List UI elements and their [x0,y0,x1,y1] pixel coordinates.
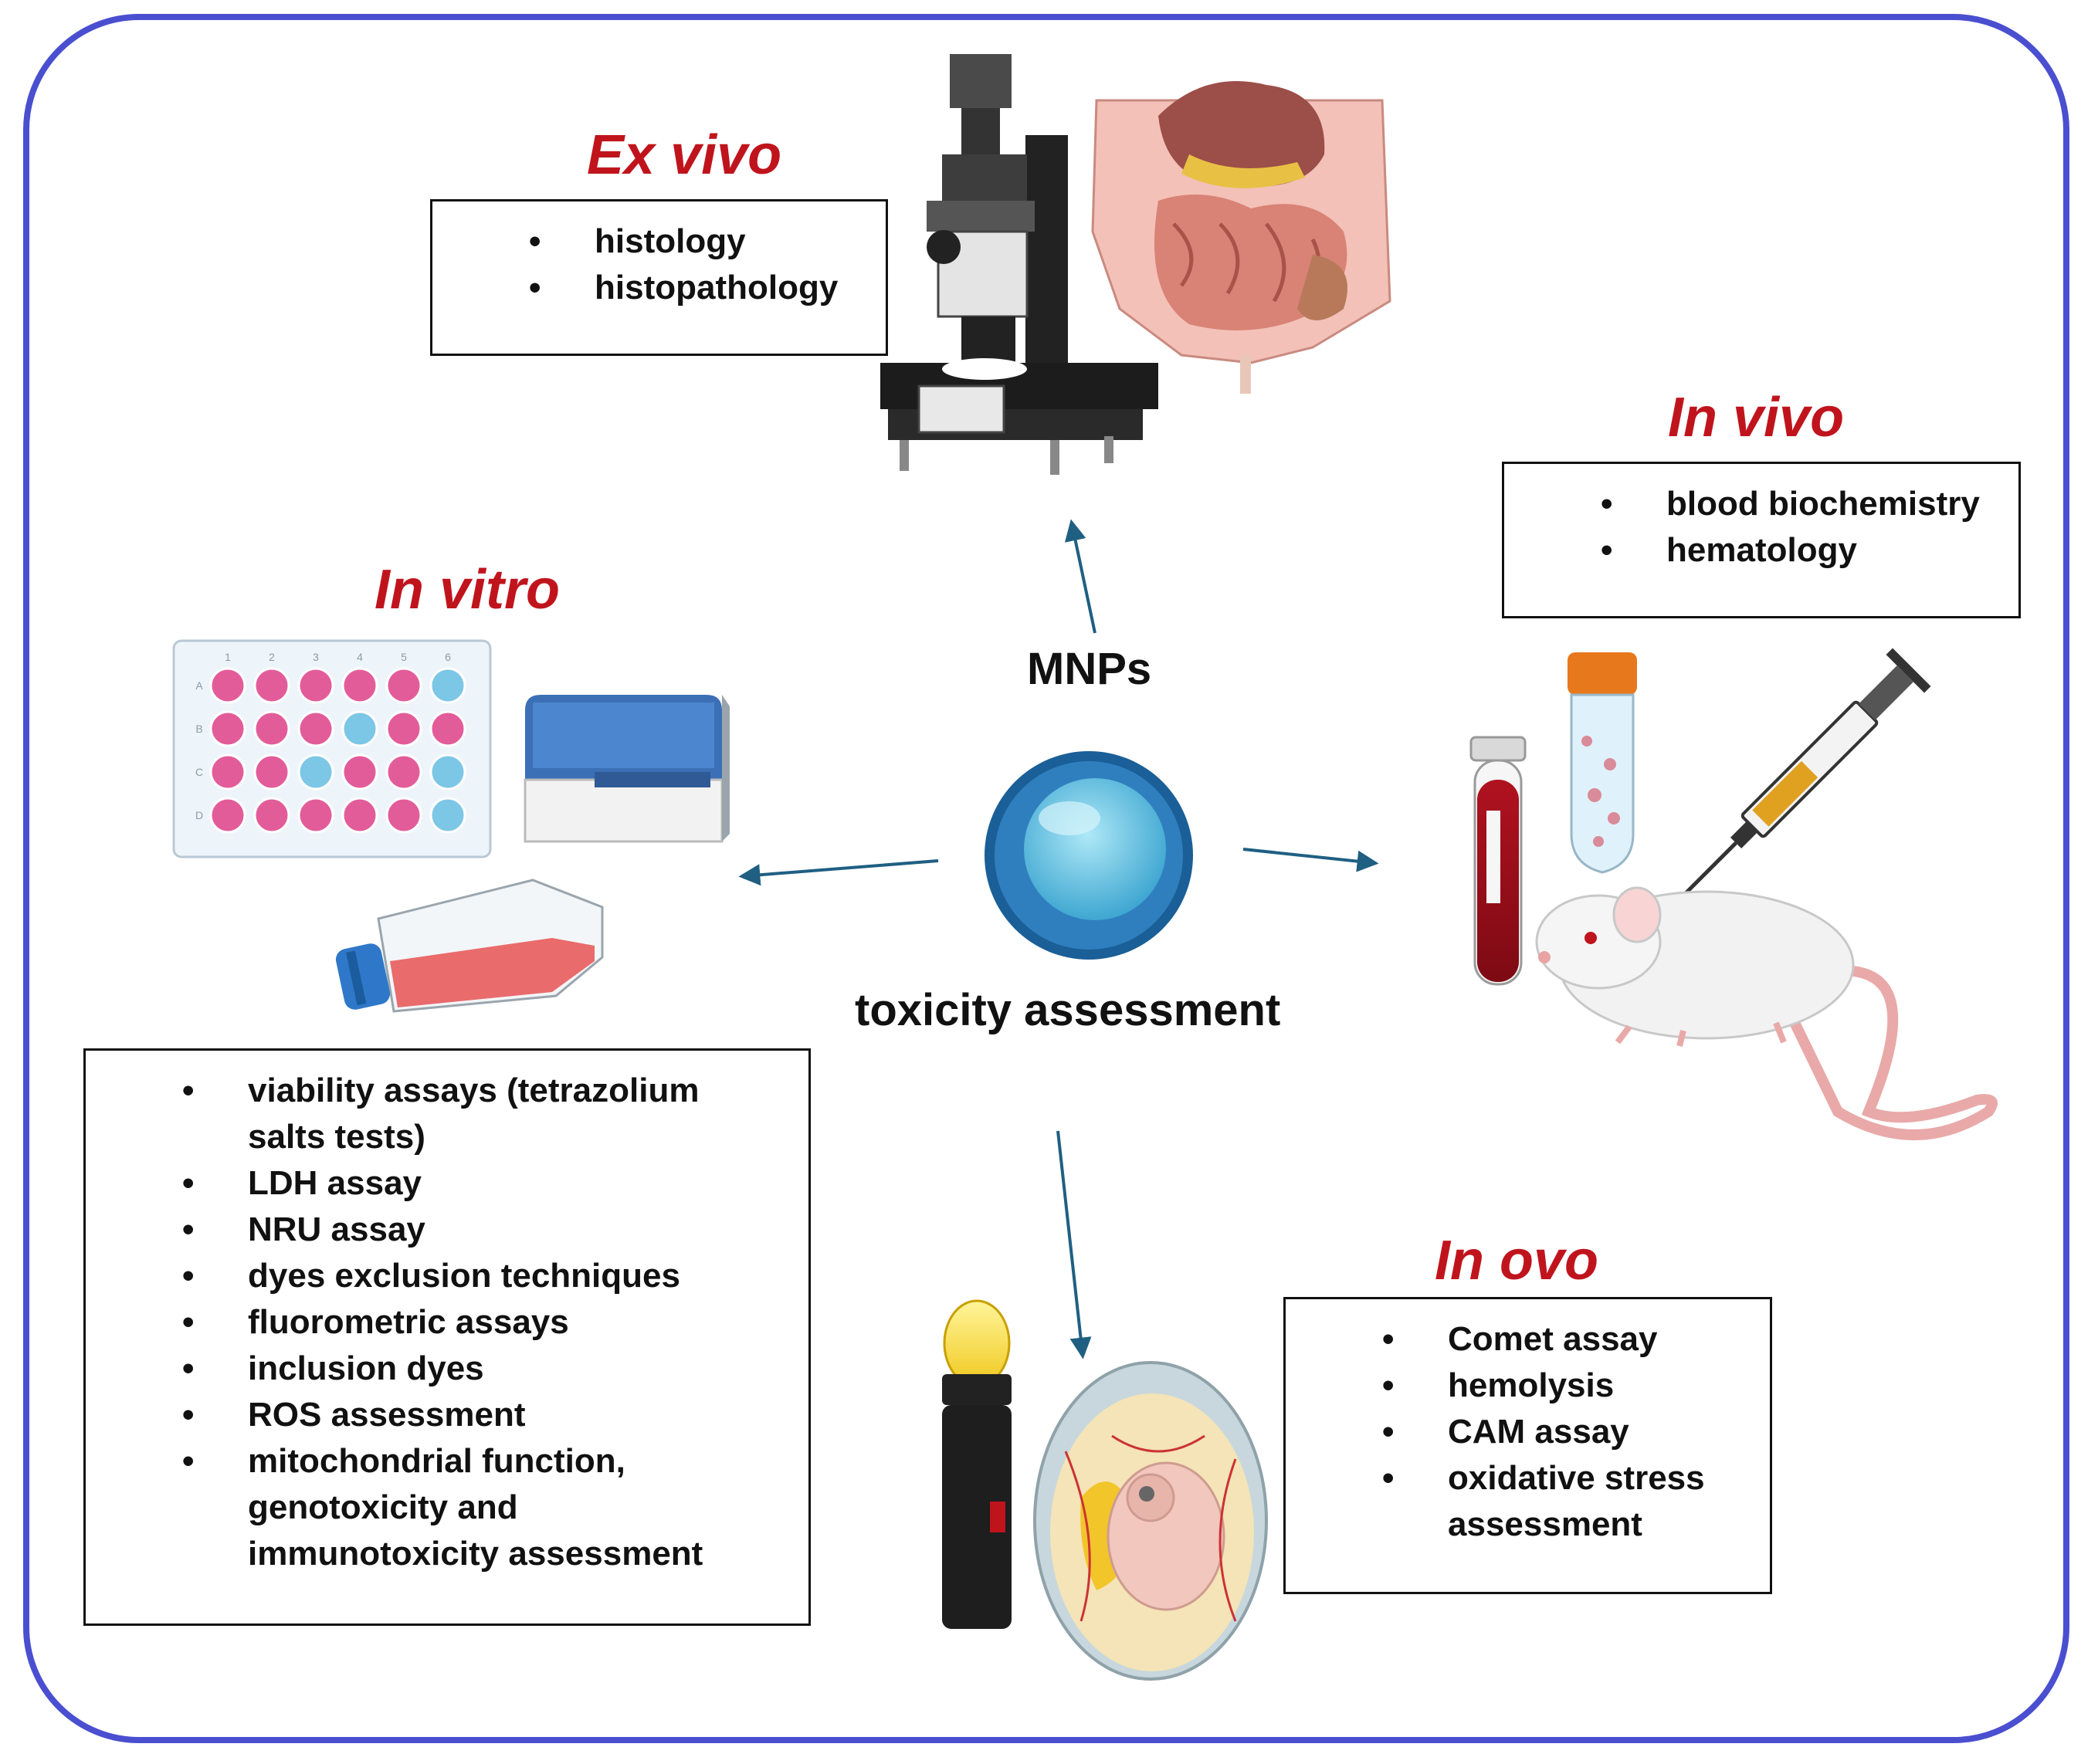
well [385,797,422,834]
well [429,710,466,747]
chicken-embryo-icon [1033,1361,1268,1681]
plate-column-label: 5 [401,651,407,663]
list-item: LDH assay [182,1160,778,1207]
mouse-icon [1535,886,1998,1140]
arrow-up [1064,519,1096,634]
list-item: viability assays (tetrazolium salts test… [182,1068,778,1160]
arrow-right [1242,848,1379,872]
syringe-icon [1647,648,1931,932]
centrifuge-tube-icon [1568,652,1637,874]
blood-tube-icon [1469,736,1527,986]
well [429,667,466,704]
well [253,797,290,834]
well [385,753,422,791]
plate-column-label: 2 [269,651,275,663]
in-ovo-box: Comet assay hemolysis CAM assay oxidativ… [1283,1297,1772,1594]
mnps-label: MNPs [1027,644,1152,694]
well [297,667,334,704]
plate-row-label: D [195,809,203,821]
arrow-left [738,859,939,886]
well [341,797,378,834]
list-item: inclusion dyes [182,1346,778,1392]
list-item: dyes exclusion techniques [182,1253,778,1299]
toxicity-assessment-label: toxicity assessment [855,985,1281,1035]
intestines-icon [1091,81,1391,394]
plate-reader-icon [524,695,730,843]
egg-candler-icon [942,1299,1012,1629]
plate-row-label: C [195,766,203,778]
list-item: CAM assay [1382,1409,1747,1455]
plate-row-label: B [195,723,202,735]
list-item: blood biochemistry [1601,481,2018,527]
well [209,667,246,704]
ex-vivo-list: histology histopathology [529,218,886,311]
plate-column-label: 3 [313,651,319,663]
in-vivo-box: blood biochemistry hematology [1502,462,2021,618]
list-item: hemolysis [1382,1363,1747,1409]
in-ovo-list: Comet assay hemolysis CAM assay oxidativ… [1382,1316,1747,1548]
well [297,797,334,834]
nanoparticle-icon [985,751,1193,960]
list-item: oxidative stress assessment [1382,1455,1747,1548]
well [209,753,246,791]
in-vivo-title: In vivo [1668,387,1845,449]
plate-column-label: 1 [225,651,231,663]
wells-grid [209,667,466,834]
well [341,710,378,747]
list-item: NRU assay [182,1207,778,1253]
well [429,797,466,834]
well [385,667,422,704]
in-vitro-box: viability assays (tetrazolium salts test… [83,1048,811,1626]
rounded-frame [23,14,2069,1743]
well [253,667,290,704]
in-ovo-title: In ovo [1435,1230,1598,1292]
list-item: histology [529,218,886,265]
well [209,710,246,747]
list-item: histopathology [529,265,886,311]
well [429,753,466,791]
plate-column-labels: 1 2 3 4 5 6 [225,651,451,663]
well [297,710,334,747]
well [297,753,334,791]
plate-column-label: 4 [357,651,363,663]
in-vitro-list: viability assays (tetrazolium salts test… [182,1068,778,1577]
well [341,667,378,704]
arrow-down [1056,1130,1092,1359]
well [253,753,290,791]
well [253,710,290,747]
plate-row-label: A [195,679,203,692]
well [385,710,422,747]
well [209,797,246,834]
in-vitro-title: In vitro [375,559,561,621]
ex-vivo-box: histology histopathology [430,199,888,356]
list-item: ROS assessment [182,1392,778,1438]
in-vivo-list: blood biochemistry hematology [1601,481,2018,574]
list-item: Comet assay [1382,1316,1747,1363]
culture-flask-icon [335,879,604,1013]
plate-row-labels: A B C D [195,679,203,821]
well-plate-icon: 1 2 3 4 5 6 A B C D [172,639,492,858]
microscope-icon [880,54,1158,475]
list-item: mitochondrial function, genotoxicity and… [182,1438,778,1577]
ex-vivo-title: Ex vivo [587,124,782,186]
well [341,753,378,791]
list-item: hematology [1601,527,2018,574]
plate-column-label: 6 [445,651,451,663]
list-item: fluorometric assays [182,1299,778,1346]
